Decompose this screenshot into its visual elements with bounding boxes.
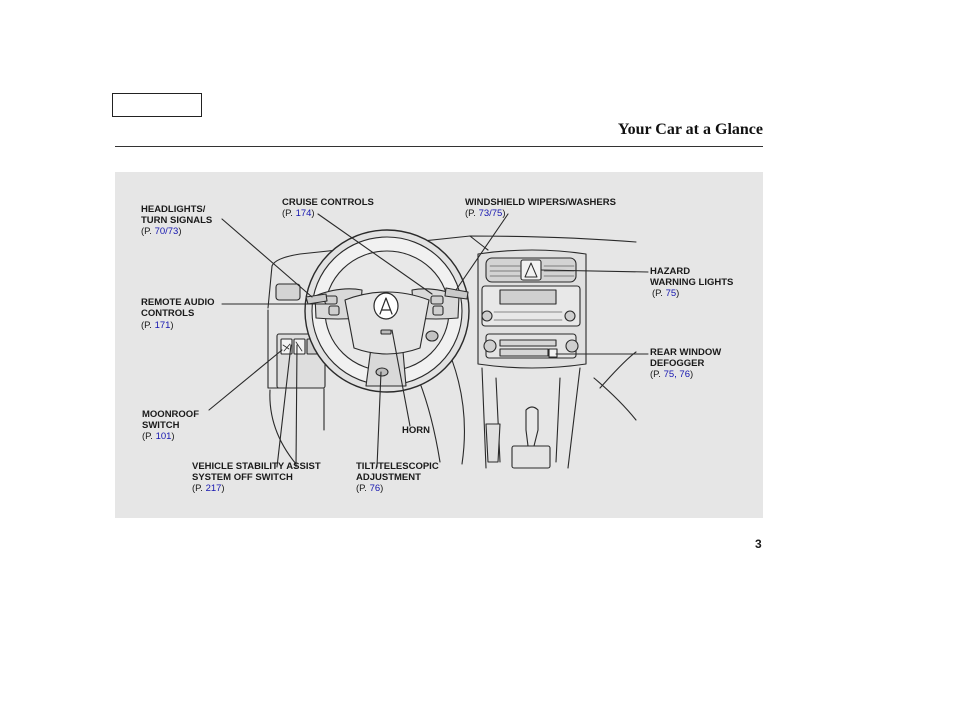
callout-moonroof-ref: (P. 101) (142, 431, 175, 442)
callout-moonroof: MOONROOF SWITCH (P. 101) (142, 409, 199, 442)
callout-headlights-ref: (P. 70/73) (141, 226, 182, 237)
page-link-moonroof[interactable]: 101 (155, 431, 172, 442)
leader-headlights (221, 218, 313, 298)
steering-hub (344, 291, 430, 355)
leader-hazard (540, 269, 649, 273)
callout-remote-audio-line1: REMOTE AUDIO (141, 297, 215, 308)
vsa-switch-shape (293, 338, 306, 355)
leader-moonroof (208, 349, 283, 411)
acura-logo (373, 292, 399, 320)
page-link-cruise[interactable]: 174 (295, 208, 312, 219)
callout-hazard-line1: HAZARD (650, 266, 691, 277)
leader-cruise (317, 213, 433, 295)
callout-remote-audio-line2: CONTROLS (141, 308, 195, 319)
shift-lever (525, 406, 539, 447)
page-link-headlights[interactable]: 70/73 (154, 226, 179, 237)
left-air-vent (275, 283, 301, 301)
callout-wipers: WINDSHIELD WIPERS/WASHERS (P. 73/75) (465, 197, 616, 219)
callout-tilt-ref: (P. 76) (356, 483, 384, 494)
callout-tilt-line1: TILT/TELESCOPIC (356, 461, 439, 472)
header-rule (115, 146, 763, 147)
callout-vsa: VEHICLE STABILITY ASSIST SYSTEM OFF SWIT… (192, 461, 321, 494)
callout-moonroof-line2: SWITCH (142, 420, 180, 431)
callout-cruise-ref: (P. 174) (282, 208, 315, 219)
callout-hazard: HAZARD WARNING LIGHTS (P. 75) (650, 266, 733, 299)
callout-remote-audio: REMOTE AUDIO CONTROLS (P. 171) (141, 297, 215, 331)
callout-hazard-line2: WARNING LIGHTS (650, 277, 734, 288)
section-tab-box (112, 93, 202, 117)
page-link-defogger[interactable]: 75, 76 (663, 369, 690, 380)
leader-wipers (455, 213, 509, 291)
callout-defogger-ref: (P. 75, 76) (650, 369, 694, 380)
callout-defogger-line1: REAR WINDOW (650, 347, 722, 358)
callout-tilt: TILT/TELESCOPIC ADJUSTMENT (P. 76) (356, 461, 439, 494)
callout-headlights-line2: TURN SIGNALS (141, 215, 213, 226)
callout-headlights: HEADLIGHTS/ TURN SIGNALS (P. 70/73) (141, 204, 212, 237)
callout-headlights-line1: HEADLIGHTS/ (141, 204, 206, 215)
callout-horn: HORN (402, 425, 430, 436)
callout-vsa-line2: SYSTEM OFF SWITCH (192, 472, 293, 483)
callout-tilt-line2: ADJUSTMENT (356, 472, 421, 483)
page-link-hazard[interactable]: 75 (665, 288, 677, 299)
callout-wipers-ref: (P. 73/75) (465, 208, 506, 219)
callout-vsa-line1: VEHICLE STABILITY ASSIST (192, 461, 321, 472)
defogger-button-shape (548, 348, 558, 358)
callout-rear-defogger: REAR WINDOW DEFOGGER (P. 75, 76) (650, 347, 721, 380)
wiper-stalk (444, 287, 469, 300)
callout-cruise-controls: CRUISE CONTROLS (P. 174) (282, 197, 374, 219)
callout-horn-line1: HORN (402, 425, 430, 436)
page-number: 3 (755, 537, 762, 551)
page-link-tilt[interactable]: 76 (369, 483, 381, 494)
leader-vsa-b (295, 344, 298, 468)
dash-contour (271, 235, 637, 267)
callout-hazard-ref: (P. 75) (652, 288, 680, 299)
page-title: Your Car at a Glance (617, 121, 763, 138)
page-link-wipers[interactable]: 73/75 (478, 208, 503, 219)
callout-cruise-line1: CRUISE CONTROLS (282, 197, 374, 208)
callout-moonroof-line1: MOONROOF (142, 409, 199, 420)
page-link-remote-audio[interactable]: 171 (154, 320, 171, 331)
callout-wipers-line1: WINDSHIELD WIPERS/WASHERS (465, 197, 616, 208)
callout-defogger-line2: DEFOGGER (650, 358, 705, 369)
page-link-vsa[interactable]: 217 (205, 483, 222, 494)
leader-horn (391, 329, 411, 427)
leader-tilt (376, 371, 382, 468)
callout-vsa-ref: (P. 217) (192, 483, 225, 494)
moonroof-switch-shape (280, 338, 293, 355)
callout-remote-audio-ref: (P. 171) (141, 320, 174, 331)
leader-vsa-a (276, 344, 292, 468)
